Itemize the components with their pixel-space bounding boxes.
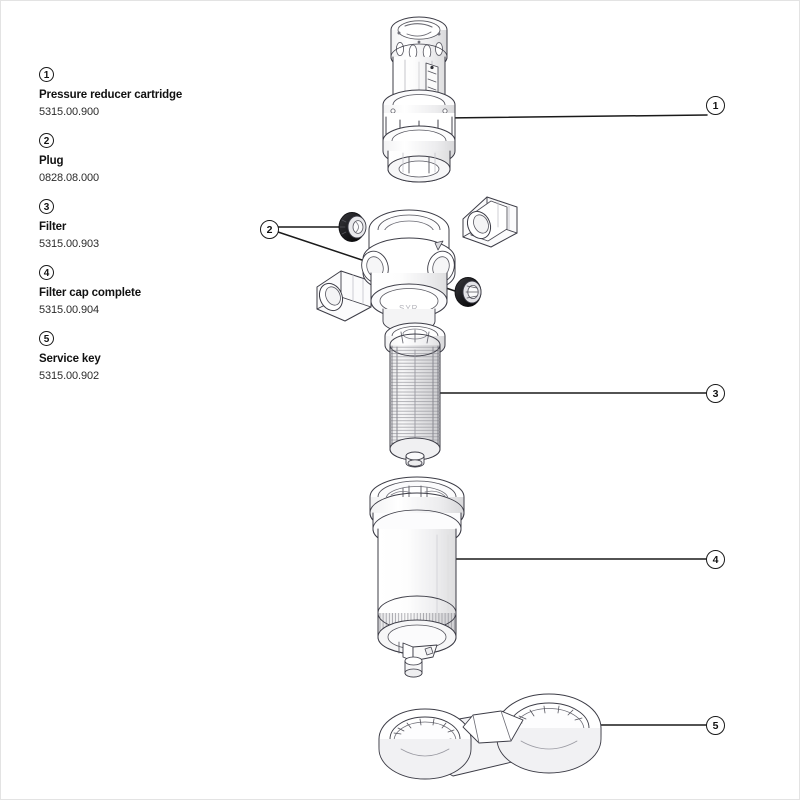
legend-item-5: 5 Service key 5315.00.902 (39, 330, 254, 383)
legend-title-2: Plug (39, 154, 64, 167)
callout-3[interactable]: 3 (706, 384, 725, 403)
callout-4[interactable]: 4 (706, 550, 725, 569)
legend-code-2: 0828.08.000 (39, 171, 100, 184)
legend-title-3: Filter (39, 220, 67, 233)
legend-item-1: 1 Pressure reducer cartridge 5315.00.900 (39, 67, 254, 119)
callout-5[interactable]: 5 (706, 716, 725, 735)
legend-item-4: 4 Filter cap complete 5315.00.904 (39, 264, 254, 317)
legend-number-5: 5 (39, 330, 54, 346)
legend-item-2: 2 Plug 0828.08.000 (39, 132, 254, 185)
legend-number-3: 3 (39, 198, 54, 214)
port-fitting-lower-left (316, 270, 372, 322)
legend-number-4: 4 (39, 264, 54, 280)
part-service-key (378, 693, 602, 780)
legend-title-5: Service key (39, 352, 101, 365)
callout-1[interactable]: 1 (706, 96, 725, 115)
svg-text:SYR: SYR (399, 304, 418, 313)
part-filter-cap (369, 476, 465, 678)
legend-title-1: Pressure reducer cartridge (39, 89, 183, 101)
legend-code-3: 5315.00.903 (39, 237, 100, 250)
port-fitting-upper-right (462, 196, 518, 248)
legend-code-5: 5315.00.902 (39, 369, 100, 382)
part-filter-screen (384, 322, 446, 468)
part-plug-lower (454, 277, 482, 307)
legend-item-3: 3 Filter 5315.00.903 (39, 198, 254, 251)
legend-code-4: 5315.00.904 (39, 303, 100, 316)
part-pressure-reducer-cartridge (382, 16, 456, 183)
part-plug-upper (338, 212, 367, 242)
legend-number-2: 2 (39, 132, 54, 148)
callout-2[interactable]: 2 (260, 220, 279, 239)
legend-code-1: 5315.00.900 (39, 105, 100, 118)
legend-title-4: Filter cap complete (39, 286, 141, 299)
legend-number-1: 1 (39, 67, 54, 82)
leader-line-1 (443, 114, 708, 119)
parts-legend: 1 Pressure reducer cartridge 5315.00.900… (39, 67, 254, 397)
